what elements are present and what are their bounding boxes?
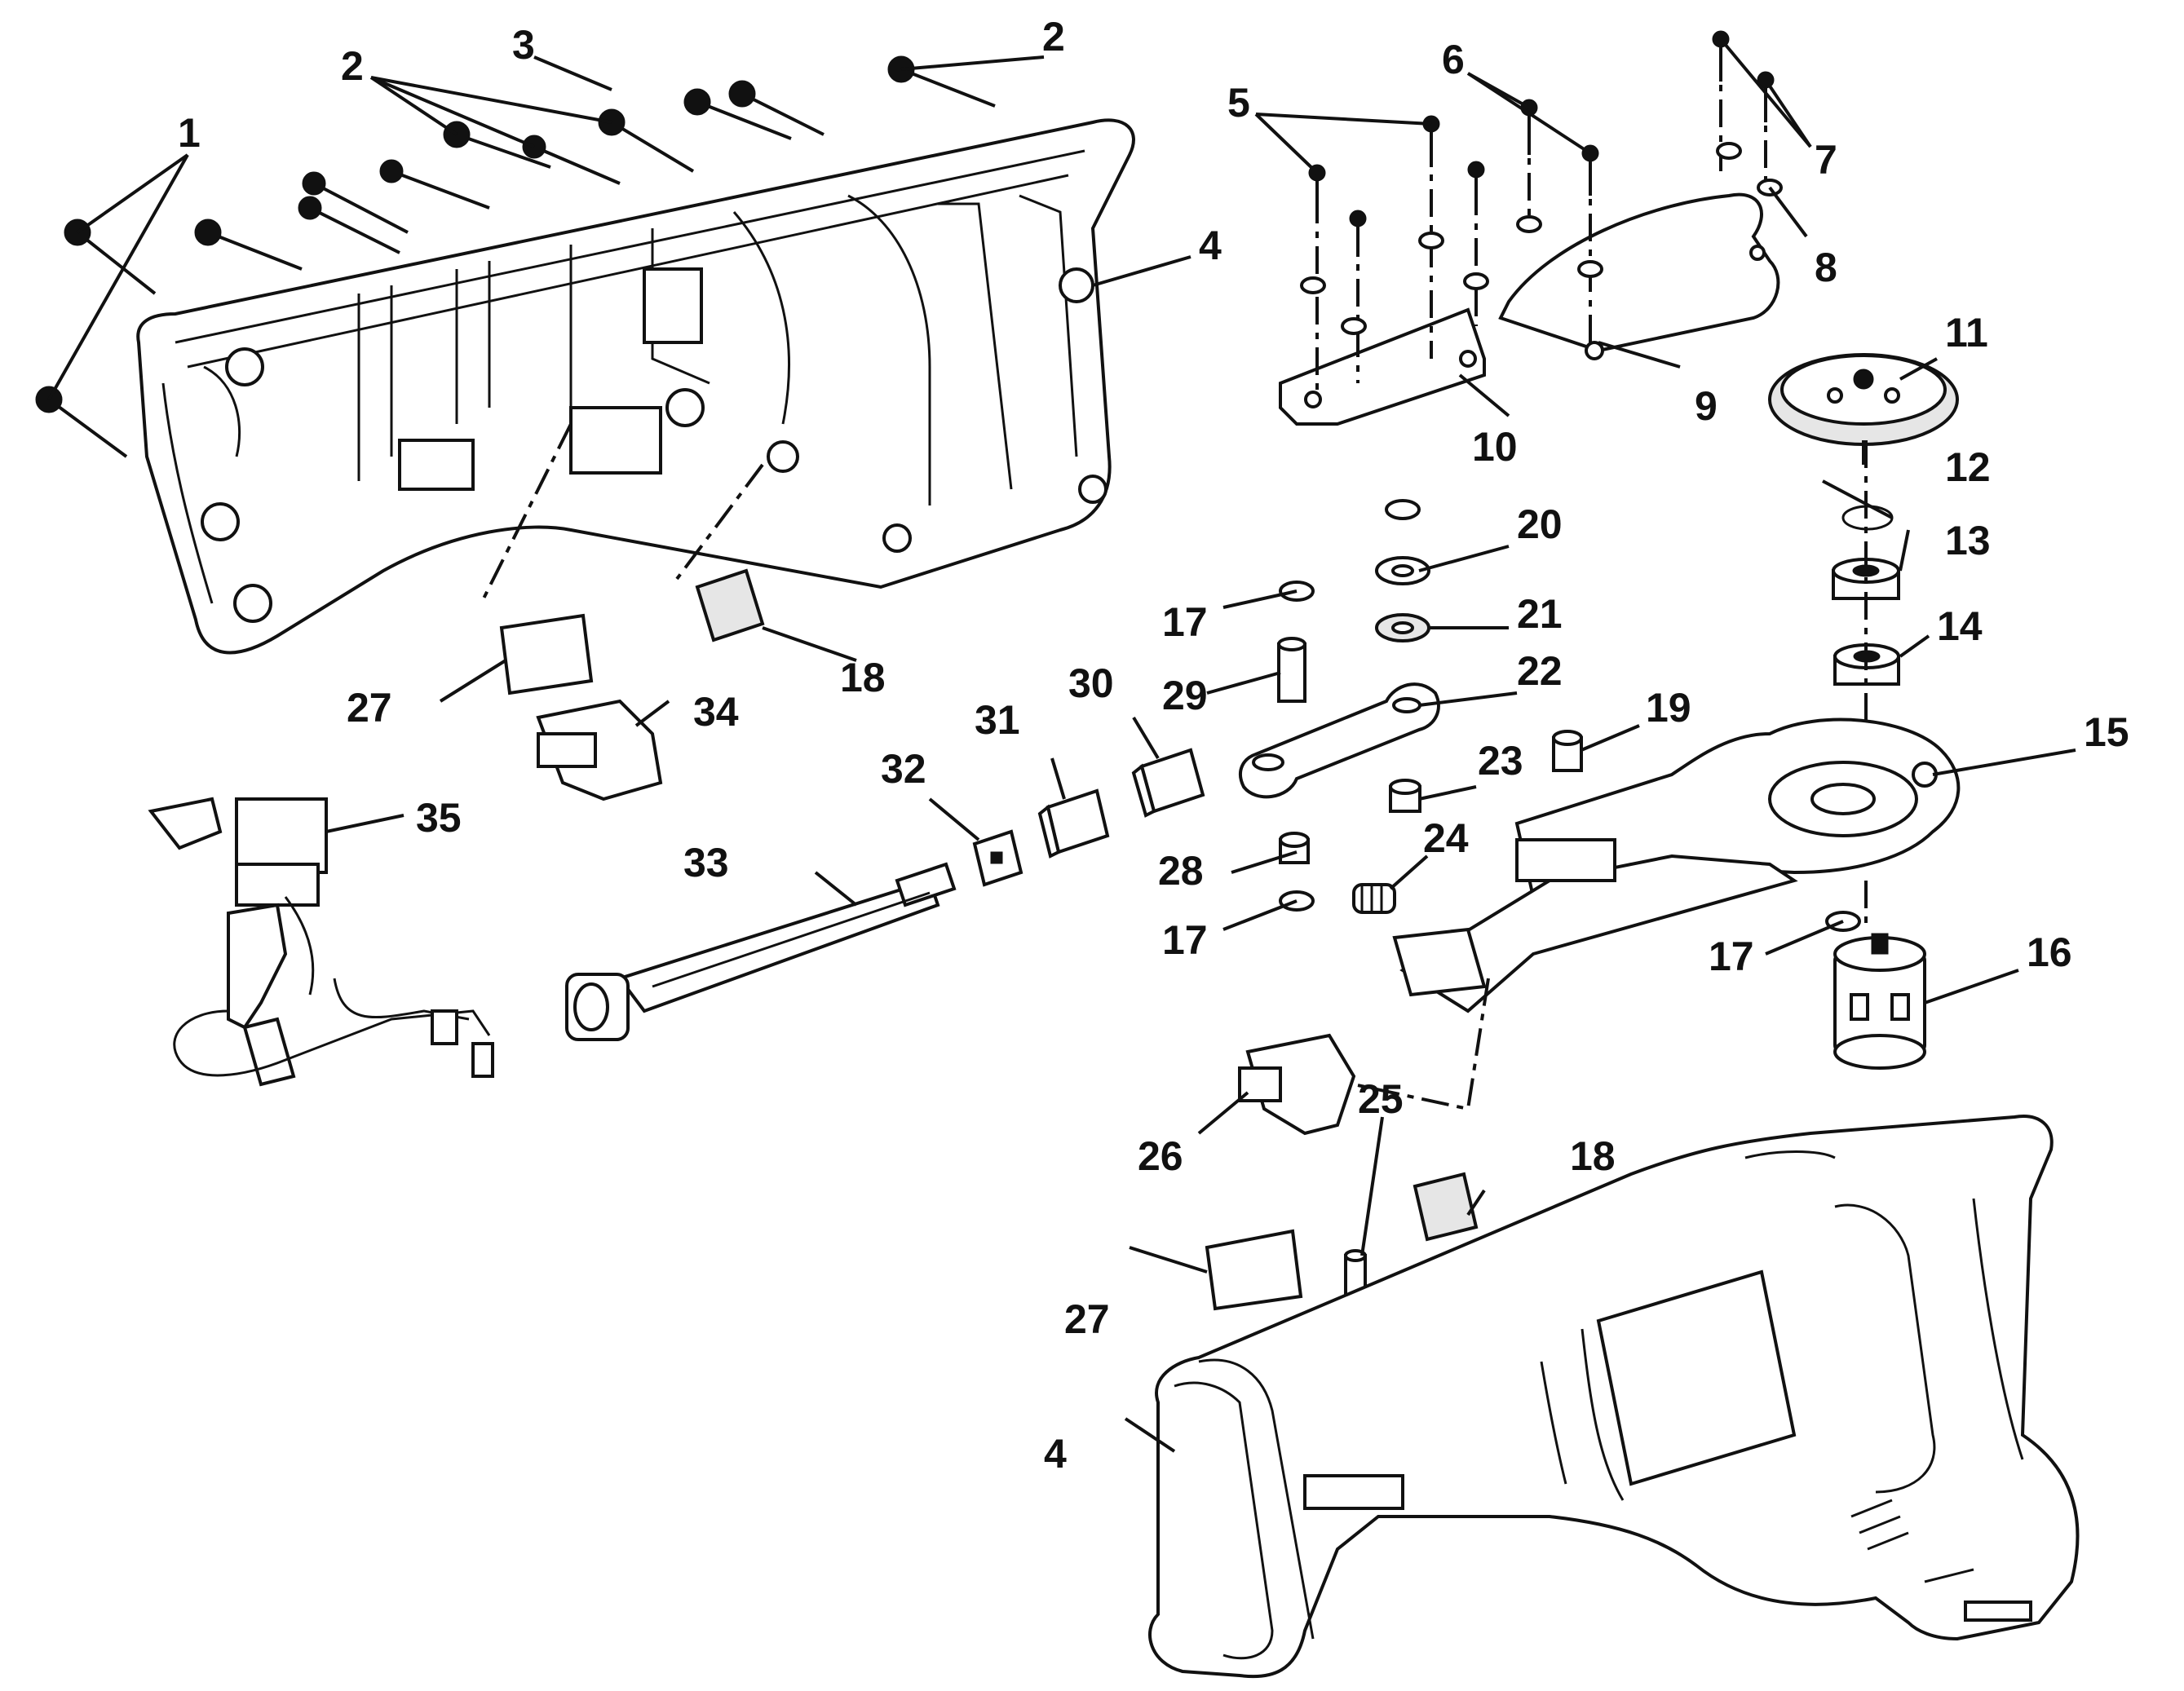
part-label-32: 32: [881, 746, 926, 792]
part-label-8: 8: [1815, 245, 1837, 290]
part-label-31: 31: [975, 697, 1020, 743]
right-housing-half: [1148, 1115, 2080, 1679]
part-label-2: 2: [341, 43, 364, 89]
gear-housing: [1514, 717, 1961, 899]
part-label-15: 15: [2084, 709, 2129, 755]
part-label-26: 26: [1138, 1133, 1183, 1179]
adapter-26: [1238, 1033, 1356, 1136]
plunger-rod: [565, 862, 957, 1041]
carbon-brush-18a: [695, 568, 765, 642]
part-label-35: 35: [416, 795, 462, 841]
assembly-lines: [480, 423, 1490, 1111]
carbon-brush-27a: [499, 613, 594, 695]
part-label-21: 21: [1517, 591, 1563, 637]
part-label-9: 9: [1695, 383, 1718, 429]
block-30: [1131, 748, 1205, 818]
part-label-25: 25: [1358, 1076, 1404, 1122]
washers-20-21: [1375, 556, 1430, 642]
bracket-plate: [1279, 307, 1486, 426]
block-31: [1037, 788, 1110, 859]
drive-gear: [1768, 353, 1959, 465]
part-label-5: 5: [1227, 80, 1250, 126]
carbon-brush-27b: [1205, 1229, 1303, 1311]
switch-lever: [536, 699, 663, 801]
part-label-23: 23: [1478, 738, 1523, 784]
leader-lines: [47, 38, 2076, 1453]
carbon-brush-18b: [1413, 1172, 1479, 1242]
part-label-16: 16: [2027, 929, 2072, 975]
part-label-34: 34: [693, 689, 739, 735]
part-label-30: 30: [1068, 660, 1114, 706]
left-housing-half: [136, 118, 1135, 655]
part-label-17: 17: [1162, 599, 1208, 645]
part-label-3: 3: [512, 22, 535, 68]
trigger-switch: [148, 797, 494, 1087]
part-label-17: 17: [1162, 917, 1208, 963]
part-label-12: 12: [1945, 444, 1991, 490]
motor: [1833, 933, 1926, 1070]
part-label-28: 28: [1158, 848, 1204, 894]
part-label-14: 14: [1937, 603, 1983, 649]
part-label-10: 10: [1472, 424, 1518, 470]
part-labels: 1 2 3 2 4 5 6 7 8 9 10 11 12 13 14 15 16…: [178, 14, 2129, 1477]
gear-cover-plate: [1498, 192, 1780, 360]
part-label-6: 6: [1442, 37, 1465, 82]
part-label-17: 17: [1709, 934, 1754, 979]
part-label-13: 13: [1945, 518, 1991, 563]
part-label-22: 22: [1517, 648, 1563, 694]
plate-32: [972, 829, 1023, 887]
shuttle-frame: [1392, 838, 1798, 1013]
part-label-24: 24: [1423, 815, 1469, 861]
housing-screws: [35, 55, 996, 458]
part-label-11: 11: [1945, 310, 1988, 355]
part-label-4: 4: [1199, 223, 1222, 268]
part-label-27: 27: [1064, 1296, 1110, 1342]
part-label-18: 18: [840, 655, 886, 700]
part-label-20: 20: [1517, 501, 1563, 547]
part-label-29: 29: [1162, 673, 1208, 718]
part-label-1: 1: [178, 110, 201, 156]
part-label-4: 4: [1044, 1431, 1067, 1477]
pins-28-29: [1277, 637, 1421, 864]
bearing-upper: [1832, 558, 1900, 600]
part-label-2: 2: [1042, 14, 1065, 60]
part-label-7: 7: [1815, 137, 1837, 183]
part-label-19: 19: [1646, 685, 1691, 731]
part-label-33: 33: [683, 840, 729, 885]
bushing-19: [1552, 730, 1583, 772]
spring-24: [1352, 883, 1396, 914]
part-label-18: 18: [1570, 1133, 1616, 1179]
part-label-27: 27: [347, 685, 392, 731]
